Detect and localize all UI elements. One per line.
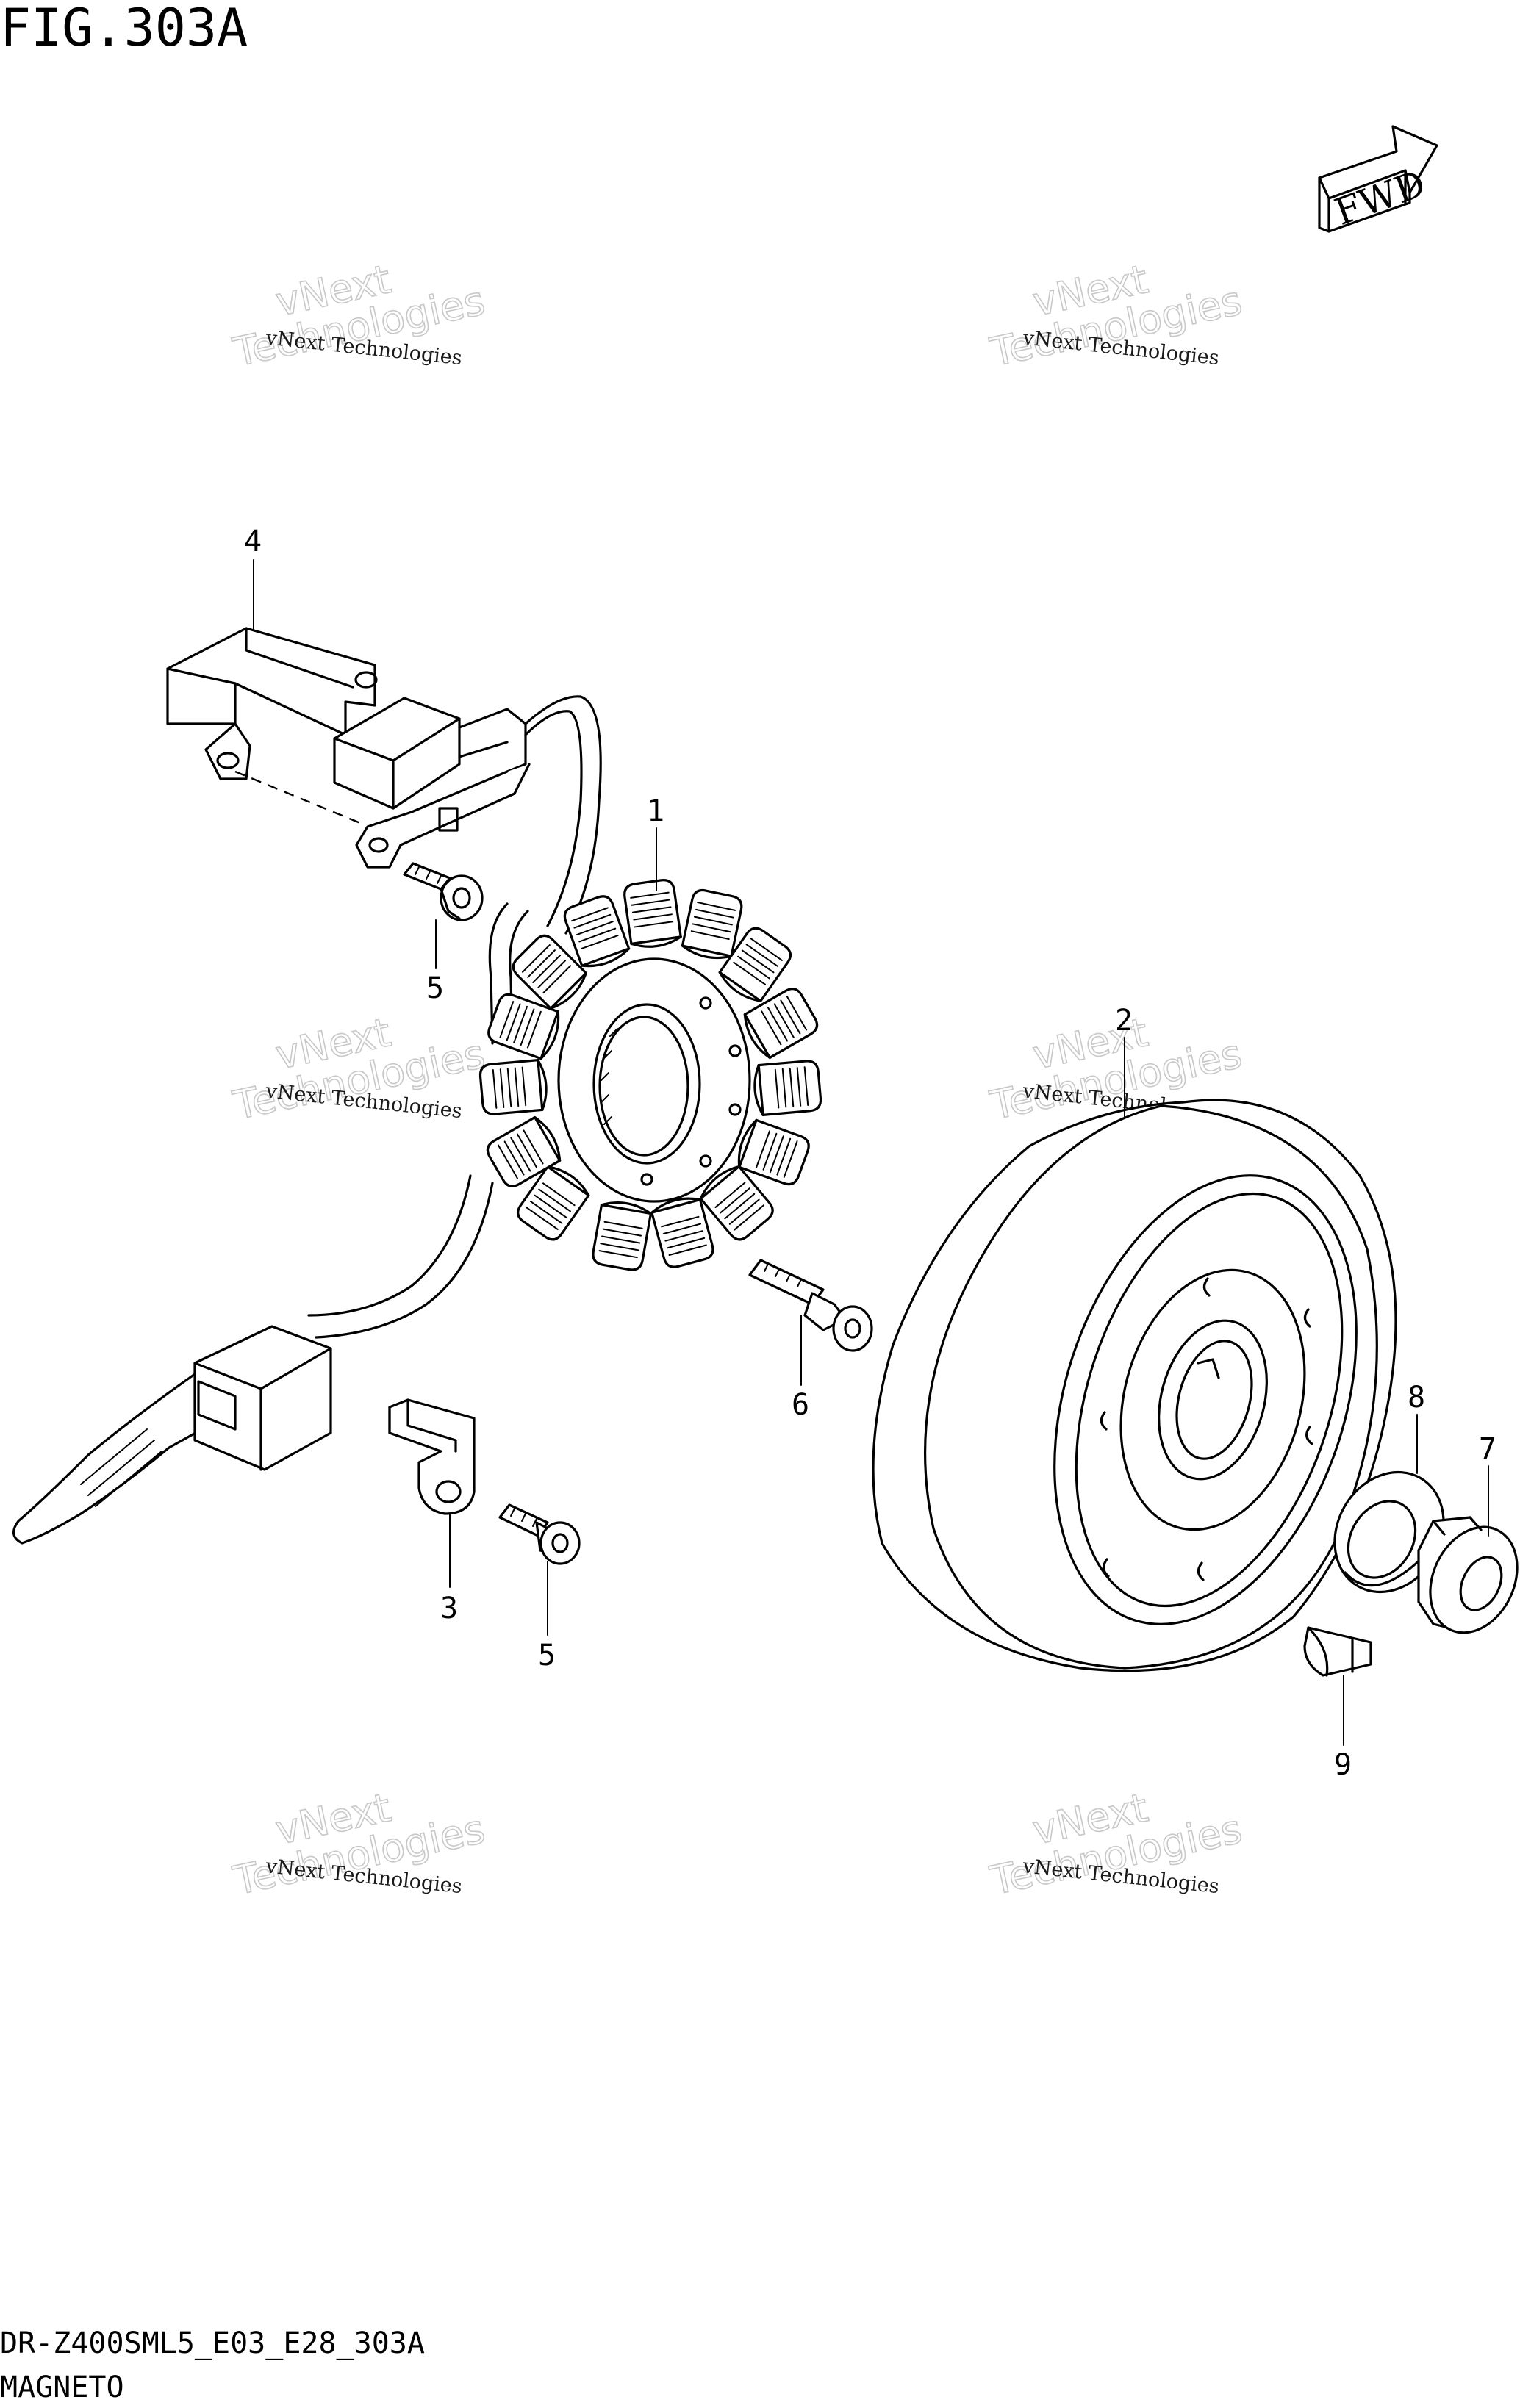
lower-harness-part [12, 1174, 494, 1545]
watermark-top-left: vNext Technologies vNext Technologies [229, 255, 490, 376]
bolt-6-part [748, 1259, 873, 1352]
figure-title: FIG.303A [0, 0, 248, 58]
callout-4: 4 [244, 525, 262, 558]
callout-2: 2 [1115, 1004, 1133, 1038]
leader-lines [253, 559, 1489, 1746]
bolt-5-lower-part [498, 1503, 581, 1565]
callout-7: 7 [1479, 1432, 1496, 1466]
watermark-middle-left: vNext Technologies vNext Technologies [229, 1008, 490, 1129]
watermark-bottom-left: vNext Technologies vNext Technologies [229, 1783, 490, 1905]
fwd-arrow-icon: FWD [1318, 125, 1438, 234]
nut-part [1417, 1516, 1519, 1634]
bolt-5-upper-part [403, 862, 484, 921]
bracket-part [166, 627, 378, 824]
rotor-part [872, 1099, 1397, 1672]
callout-1: 1 [647, 794, 664, 828]
section-name: MAGNETO [0, 2371, 124, 2404]
upper-harness-part [333, 695, 602, 1045]
washer-part [1333, 1470, 1445, 1594]
stator-part [478, 877, 823, 1273]
callout-9: 9 [1334, 1748, 1352, 1782]
callout-5-lower: 5 [538, 1639, 556, 1672]
callout-8: 8 [1408, 1381, 1425, 1415]
callout-6: 6 [792, 1388, 809, 1422]
callout-5-upper: 5 [426, 971, 444, 1005]
clamp-part [388, 1398, 476, 1515]
watermark-top-right: vNext Technologies vNext Technologies [986, 255, 1247, 376]
callout-3: 3 [440, 1592, 458, 1625]
watermark-bottom-right: vNext Technologies vNext Technologies [986, 1783, 1247, 1905]
key-part [1303, 1626, 1372, 1677]
model-code: DR-Z400SML5_E03_E28_303A [0, 2326, 425, 2360]
